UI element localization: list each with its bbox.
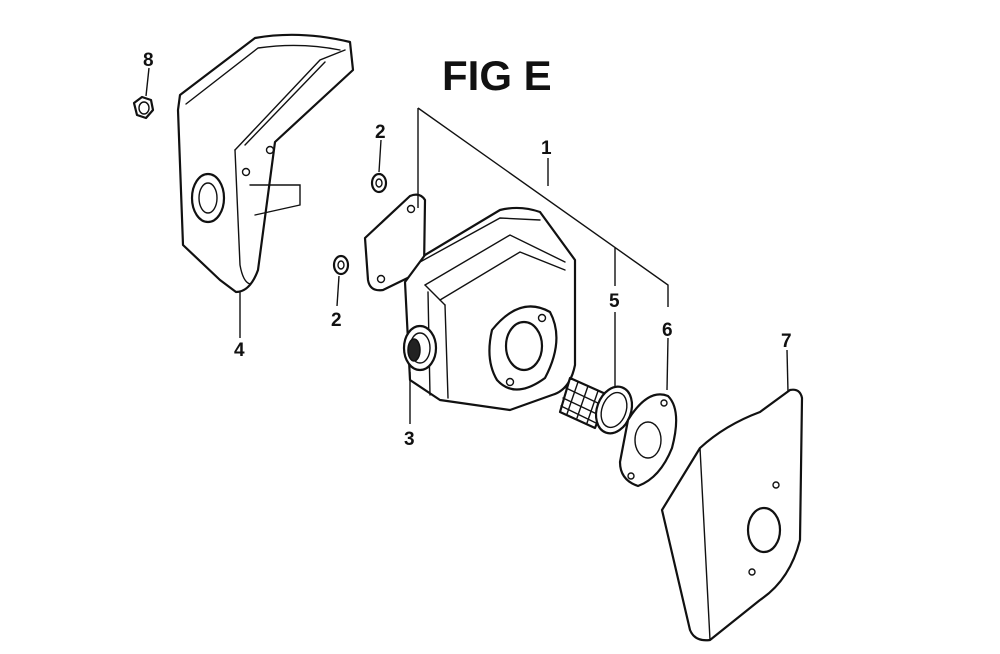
washer-upper-part <box>370 172 388 194</box>
callout-spark-arrester: 5 <box>609 291 620 312</box>
spark-arrester-part <box>558 376 634 435</box>
heat-shield-plate-leader <box>786 349 789 393</box>
washer-lower-part <box>332 254 350 276</box>
muffler-part <box>403 206 577 412</box>
spark-arrester-screen-part <box>402 324 438 372</box>
gasket-leader <box>666 337 669 391</box>
muffler-leader-right <box>417 107 669 307</box>
heat-shield-plate-part <box>660 388 804 642</box>
callout-gasket: 6 <box>662 320 673 341</box>
callout-nut: 8 <box>143 50 154 71</box>
callout-spark-arrester-screen: 3 <box>404 429 415 450</box>
callout-muffler: 1 <box>541 138 552 159</box>
nut-part <box>132 95 155 120</box>
callout-washer-upper: 2 <box>375 122 386 143</box>
muffler-protector-part <box>176 33 355 294</box>
gasket-part <box>618 393 678 488</box>
callout-muffler-protector: 4 <box>234 340 245 361</box>
figure-title: FIG E <box>442 52 552 99</box>
callout-washer-lower: 2 <box>331 310 342 331</box>
nut-leader <box>145 67 150 97</box>
callout-heat-shield-plate: 7 <box>781 331 792 352</box>
washer-upper-leader <box>378 139 382 173</box>
washer-lower-leader <box>336 275 340 307</box>
